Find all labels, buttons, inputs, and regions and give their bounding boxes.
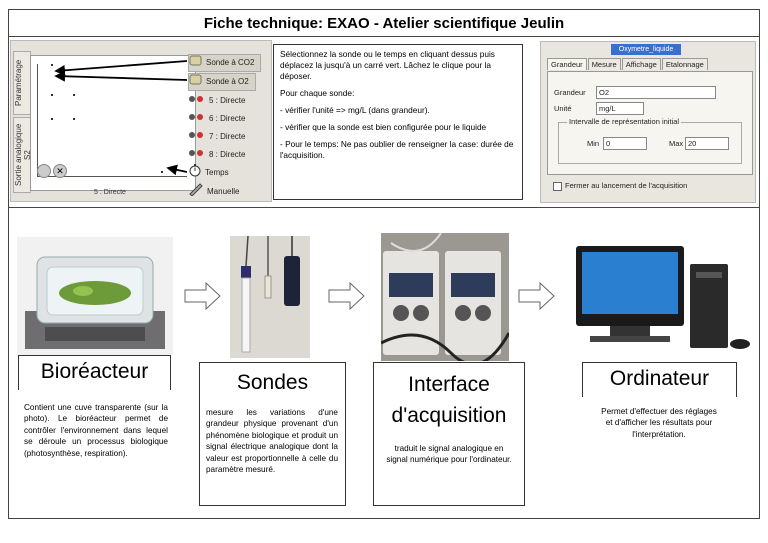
grandeur-field[interactable]: O2 <box>596 86 716 99</box>
record-icon[interactable] <box>37 164 51 178</box>
close-on-start-label: Fermer au lancement de l'acquisition <box>565 181 688 190</box>
probe-o2[interactable]: Sonde à O2 <box>188 73 256 91</box>
probe-direct-5[interactable]: 5 : Directe <box>188 93 245 109</box>
probes-photo <box>230 236 310 358</box>
probes-title: Sondes <box>236 371 309 394</box>
probe-label: 6 : Directe <box>209 114 246 123</box>
probe-label: Sonde à CO2 <box>206 58 255 67</box>
close-on-start-checkbox[interactable] <box>553 182 562 191</box>
probe-label: 5 : Directe <box>209 96 246 105</box>
software-row <box>8 36 760 208</box>
manual-pen-icon <box>188 182 204 202</box>
unite-field[interactable]: mg/L <box>596 102 644 115</box>
flow-arrow <box>328 281 365 311</box>
interface-description: traduit le signal analogique en signal n… <box>386 444 512 465</box>
max-field[interactable]: 20 <box>685 137 729 150</box>
probe-direct-8[interactable]: 8 : Directe <box>188 147 245 163</box>
tab-grandeur[interactable]: Grandeur <box>547 58 587 70</box>
instruction-item: - vérifier que la sonde est bien configu… <box>280 122 487 132</box>
probes-description: mesure les variations d'une grandeur phy… <box>206 408 338 475</box>
instructions-intro: Sélectionnez la sonde ou le temps en cli… <box>280 49 495 81</box>
probe-time[interactable]: Temps <box>188 163 229 183</box>
computer-photo <box>570 236 756 352</box>
tab-affichage[interactable]: Affichage <box>621 58 661 70</box>
acquisition-interface-photo <box>381 233 509 361</box>
instruction-item: - vérifier l'unité => mg/L (dans grandeu… <box>280 105 430 115</box>
bioreactor-card: Bioréacteur <box>18 355 171 390</box>
max-label: Max <box>669 139 684 148</box>
grandeur-label: Grandeur <box>554 88 586 97</box>
computer-card: Ordinateur <box>582 362 737 397</box>
bioreactor-photo <box>17 237 173 355</box>
direct-input-icon <box>188 111 206 127</box>
direct-input-icon <box>188 93 206 109</box>
o2-probe-icon <box>189 72 203 92</box>
probe-label: Sonde à O2 <box>206 77 249 86</box>
probe-manual[interactable]: Manuelle <box>188 182 240 202</box>
min-field[interactable]: 0 <box>603 137 647 150</box>
flow-arrow <box>518 281 555 311</box>
plot-footer-label: 5 : Directe <box>94 189 126 196</box>
probe-label: 7 : Directe <box>209 132 246 141</box>
probe-direct-7[interactable]: 7 : Directe <box>188 129 245 145</box>
probe-direct-6[interactable]: 6 : Directe <box>188 111 245 127</box>
computer-title: Ordinateur <box>609 367 710 390</box>
probe-label: Manuelle <box>207 187 240 196</box>
range-group: Intervalle de représentation initial Min… <box>558 117 742 164</box>
probe-co2[interactable]: Sonde à CO2 <box>188 53 262 73</box>
min-label: Min <box>587 139 600 148</box>
probe-label: Temps <box>205 168 229 177</box>
panel-caption: Oxymetre_liquide <box>611 44 681 55</box>
probe-label: 8 : Directe <box>209 150 246 159</box>
tab-etalonnage[interactable]: Etalonnage <box>661 58 708 70</box>
range-label: Intervalle de représentation initial <box>567 117 682 126</box>
bioreactor-description: Contient une cuve transparente (sur la p… <box>24 403 168 458</box>
tab-mesure[interactable]: Mesure <box>587 58 621 70</box>
sheet-title: Fiche technique: EXAO - Atelier scientif… <box>8 9 760 37</box>
bioreactor-title: Bioréacteur <box>40 360 149 383</box>
flow-arrow <box>184 281 221 311</box>
co2-probe-icon <box>189 53 203 73</box>
instructions-box: Sélectionnez la sonde ou le temps en cli… <box>273 44 523 200</box>
stopwatch-icon <box>188 163 202 183</box>
unite-label: Unité <box>554 104 572 113</box>
interface-title: Interface d'acquisition <box>391 373 507 427</box>
instruction-item: - Pour le temps: Ne pas oublier de rense… <box>280 139 514 160</box>
direct-input-icon <box>188 129 206 145</box>
cancel-icon[interactable]: ✕ <box>53 164 67 178</box>
interface-card: Interface d'acquisition traduit le signa… <box>373 362 525 506</box>
probe-settings-panel: Oxymetre_liquide Grandeur Mesure Afficha… <box>540 41 756 203</box>
direct-input-icon <box>188 147 206 163</box>
computer-description: Permet d'effectuer des réglages et d'aff… <box>601 407 717 439</box>
instructions-heading: Pour chaque sonde: <box>280 88 355 98</box>
probes-card: Sondes mesure les variations d'une grand… <box>199 362 346 506</box>
